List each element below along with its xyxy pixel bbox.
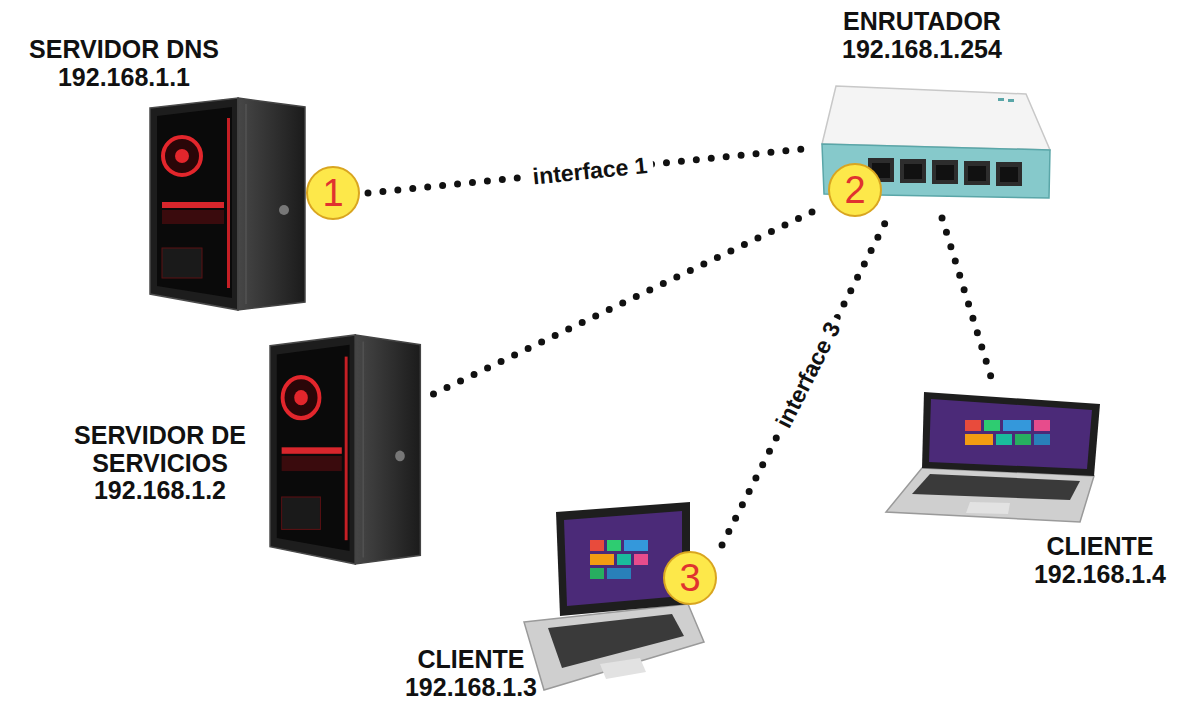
callout-number: 3 — [679, 559, 700, 597]
services-server: SERVIDOR DE SERVICIOS192.168.1.2 — [36, 330, 432, 570]
laptop — [886, 392, 1100, 522]
interface-label: interface 3 — [768, 312, 849, 437]
device-name: SERVIDOR DNS — [8, 36, 240, 64]
callout-circle: 3 — [663, 551, 717, 605]
device-name: SERVIDOR DE SERVICIOS — [40, 422, 280, 477]
text-stack: ENRUTADOR192.168.1.254 — [812, 8, 1032, 63]
dotted-link — [432, 212, 812, 395]
dotted-link — [722, 218, 888, 545]
ip-address: 192.168.1.254 — [812, 36, 1032, 64]
ip-address: 192.168.1.2 — [40, 477, 280, 505]
ip-address: 192.168.1.4 — [1025, 561, 1175, 589]
device-name: CLIENTE — [1025, 533, 1175, 561]
pc-tower — [270, 335, 420, 564]
callout-number: 1 — [322, 174, 343, 212]
ip-address: 192.168.1.3 — [396, 674, 546, 702]
interface-label: interface 1 — [525, 151, 654, 190]
callout-number: 2 — [844, 171, 865, 209]
dotted-link — [942, 218, 992, 380]
text-stack: SERVIDOR DNS192.168.1.1 — [8, 36, 240, 91]
text-stack: CLIENTE192.168.1.3 — [396, 646, 546, 701]
device-name: CLIENTE — [396, 646, 546, 674]
callout-circle: 2 — [828, 163, 882, 217]
device-name: ENRUTADOR — [812, 8, 1032, 36]
callout-circle: 1 — [306, 166, 360, 220]
text-stack: CLIENTE192.168.1.4 — [1025, 533, 1175, 588]
client-laptop: CLIENTE192.168.1.4 — [880, 380, 1185, 602]
ip-address: 192.168.1.1 — [8, 64, 240, 92]
text-stack: SERVIDOR DE SERVICIOS192.168.1.2 — [40, 422, 280, 505]
pc-tower — [150, 98, 305, 310]
dotted-link — [368, 148, 812, 193]
